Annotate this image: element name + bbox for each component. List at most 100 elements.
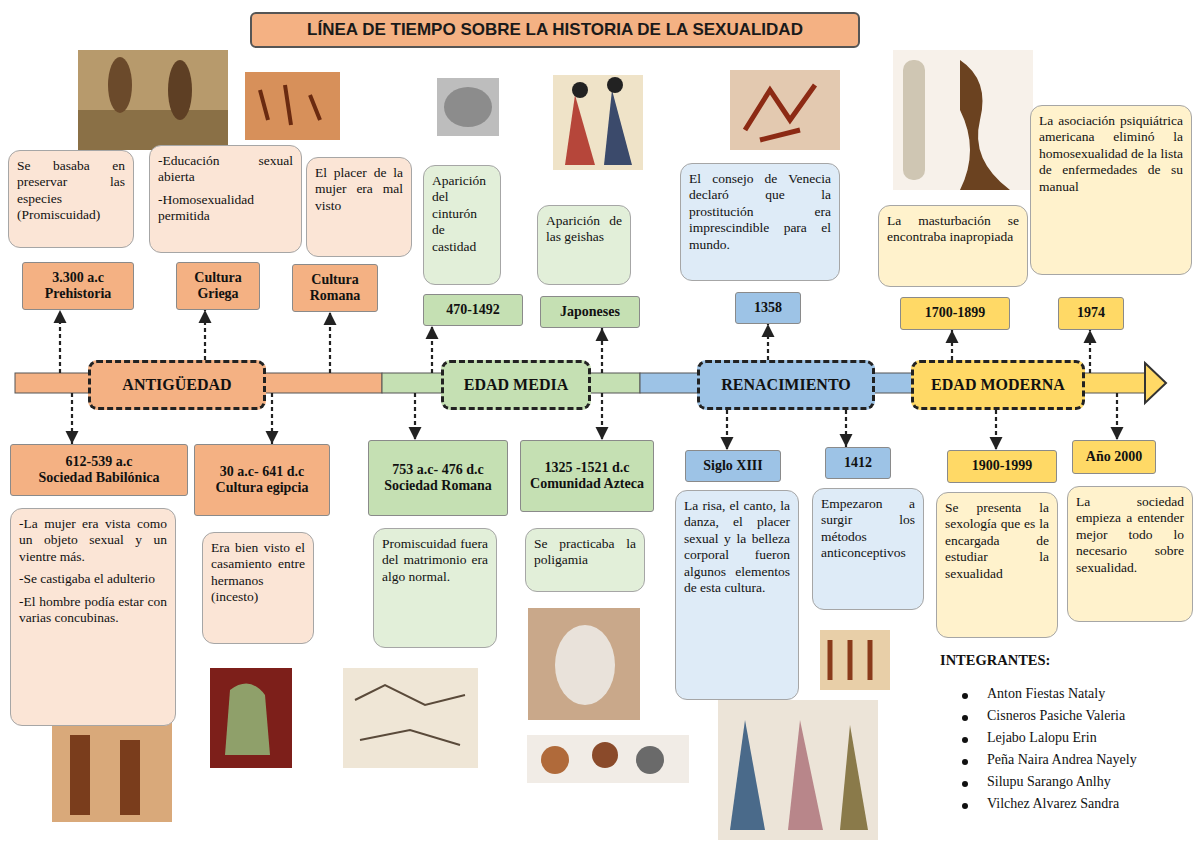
date-box: 1700-1899 bbox=[900, 297, 1010, 330]
description-box: -Educación sexual abierta -Homosexualidad… bbox=[149, 145, 302, 253]
node-text: El placer de la mujer era mal visto bbox=[315, 165, 403, 214]
node-text: Aparición de las geishas bbox=[546, 213, 622, 246]
node-text: Japoneses bbox=[560, 304, 620, 320]
node-text: 1358 bbox=[754, 300, 782, 316]
era-band: RENACIMIENTO bbox=[697, 360, 875, 410]
node-text: La asociación psiquiátrica americana eli… bbox=[1039, 113, 1183, 195]
dashed-arrow bbox=[204, 310, 206, 360]
date-box: 1412 bbox=[825, 447, 891, 479]
dashed-arrow bbox=[845, 410, 847, 447]
photo bbox=[730, 70, 840, 150]
member-name: Peña Naira Andrea Nayely bbox=[987, 752, 1137, 768]
photo bbox=[343, 668, 478, 768]
node-text: 3.300 a.c bbox=[52, 270, 104, 286]
node-text: Se basaba en preservar las especies (Pro… bbox=[17, 158, 125, 224]
node-text: 1900-1999 bbox=[972, 458, 1033, 474]
photo bbox=[718, 700, 878, 840]
date-box: 3.300 a.cPrehistoria bbox=[22, 262, 134, 310]
description-box: La masturbación se encontraba inapropiad… bbox=[878, 205, 1028, 287]
description-box: Promiscuidad fuera del matrimonio era al… bbox=[373, 528, 497, 648]
dashed-arrow bbox=[1116, 393, 1118, 440]
description-box: Se practicaba la poligamia bbox=[525, 528, 645, 592]
node-text: El consejo de Venecia declaró que la pro… bbox=[689, 171, 831, 253]
node-text: 1412 bbox=[844, 455, 872, 471]
node-text: 612-539 a.c bbox=[66, 454, 133, 470]
dashed-arrow bbox=[414, 393, 416, 440]
description-box: La asociación psiquiátrica americana eli… bbox=[1030, 105, 1192, 275]
dashed-arrow bbox=[271, 393, 273, 444]
node-text: -El hombre podía estar con varias concub… bbox=[19, 594, 167, 627]
node-text: Era bien visto el casamiento entre herma… bbox=[211, 540, 305, 606]
node-text: Se presenta la sexología que es la encar… bbox=[945, 500, 1049, 582]
member-name: Anton Fiestas Nataly bbox=[987, 686, 1105, 702]
node-text: Sociedad Romana bbox=[384, 478, 492, 494]
node-text: 753 a.c- 476 d.c bbox=[392, 462, 483, 478]
dashed-arrow bbox=[767, 324, 769, 360]
bullet-dot bbox=[962, 759, 968, 765]
description-box: Se basaba en preservar las especies (Pro… bbox=[8, 150, 134, 248]
node-text: La sociedad empieza a entender mejor tod… bbox=[1076, 494, 1184, 576]
dashed-arrow bbox=[951, 330, 953, 360]
node-text: 1325 -1521 d.c bbox=[544, 460, 629, 476]
bullet-dot bbox=[962, 781, 968, 787]
node-text: -La mujer era vista como un objeto sexua… bbox=[19, 516, 167, 565]
dashed-arrow bbox=[59, 310, 61, 373]
bullet-dot bbox=[962, 693, 968, 699]
date-box: 612-539 a.cSociedad Babilónica bbox=[10, 444, 188, 496]
node-text: Cultura Romana bbox=[297, 272, 373, 304]
node-text: Año 2000 bbox=[1086, 449, 1142, 465]
photo bbox=[437, 78, 499, 136]
member-name: Silupu Sarango Anlhy bbox=[987, 774, 1111, 790]
node-text: Comunidad Azteca bbox=[530, 476, 644, 492]
dashed-arrow bbox=[601, 328, 603, 373]
bullet-dot bbox=[962, 737, 968, 743]
date-box: 30 a.c- 641 d.cCultura egipcia bbox=[194, 444, 330, 516]
date-box: 470-1492 bbox=[423, 294, 523, 326]
node-text: EDAD MODERNA bbox=[931, 376, 1065, 394]
date-box: Cultura Romana bbox=[292, 264, 378, 312]
photo bbox=[893, 50, 1033, 190]
description-box: La risa, el canto, la danza, el placer s… bbox=[675, 490, 799, 700]
node-text: La masturbación se encontraba inapropiad… bbox=[887, 213, 1019, 246]
node-text: Sociedad Babilónica bbox=[39, 470, 160, 486]
node-text: 30 a.c- 641 d.c bbox=[220, 464, 304, 480]
era-band: ANTIGÜEDAD bbox=[88, 360, 266, 410]
description-box: Era bien visto el casamiento entre herma… bbox=[202, 532, 314, 644]
photo bbox=[78, 50, 228, 150]
photo bbox=[52, 722, 172, 822]
title-box: LÍNEA DE TIEMPO SOBRE LA HISTORIA DE LA … bbox=[250, 12, 860, 48]
description-box: Se presenta la sexología que es la encar… bbox=[936, 492, 1058, 638]
node-text: La risa, el canto, la danza, el placer s… bbox=[684, 498, 790, 597]
photo bbox=[820, 630, 890, 690]
node-text: 1700-1899 bbox=[925, 305, 986, 321]
era-band: EDAD MODERNA bbox=[911, 360, 1085, 410]
members-heading: INTEGRANTES: bbox=[940, 652, 1050, 669]
photo bbox=[528, 608, 640, 720]
era-band: EDAD MEDIA bbox=[441, 360, 591, 410]
node-text: EDAD MEDIA bbox=[464, 376, 568, 394]
date-box: Año 2000 bbox=[1072, 440, 1156, 474]
description-box: El placer de la mujer era mal visto bbox=[306, 157, 412, 257]
node-text: -Se castigaba el adulterio bbox=[19, 571, 167, 587]
member-name: Cisneros Pasiche Valeria bbox=[987, 708, 1125, 724]
date-box: 1325 -1521 d.cComunidad Azteca bbox=[520, 440, 654, 512]
date-box: Cultura Griega bbox=[176, 262, 260, 310]
description-box: La sociedad empieza a entender mejor tod… bbox=[1067, 486, 1193, 622]
node-text: -Homosexualidad permitida bbox=[158, 192, 293, 225]
photo bbox=[553, 75, 643, 170]
node-text: Se practicaba la poligamia bbox=[534, 536, 636, 569]
node-text: 470-1492 bbox=[446, 302, 500, 318]
node-text: ANTIGÜEDAD bbox=[122, 376, 231, 394]
node-text: RENACIMIENTO bbox=[721, 376, 851, 394]
node-text: Empezaron a surgir los métodos anticonce… bbox=[821, 496, 915, 562]
member-name: Vilchez Alvarez Sandra bbox=[987, 796, 1119, 812]
description-box: Aparición de las geishas bbox=[537, 205, 631, 285]
date-box: 753 a.c- 476 d.cSociedad Romana bbox=[368, 440, 508, 516]
node-text: 1974 bbox=[1077, 305, 1105, 321]
bullet-dot bbox=[962, 803, 968, 809]
description-box: El consejo de Venecia declaró que la pro… bbox=[680, 163, 840, 281]
dashed-arrow bbox=[1089, 330, 1091, 373]
dashed-arrow bbox=[995, 410, 997, 450]
node-text: -Educación sexual abierta bbox=[158, 153, 293, 186]
